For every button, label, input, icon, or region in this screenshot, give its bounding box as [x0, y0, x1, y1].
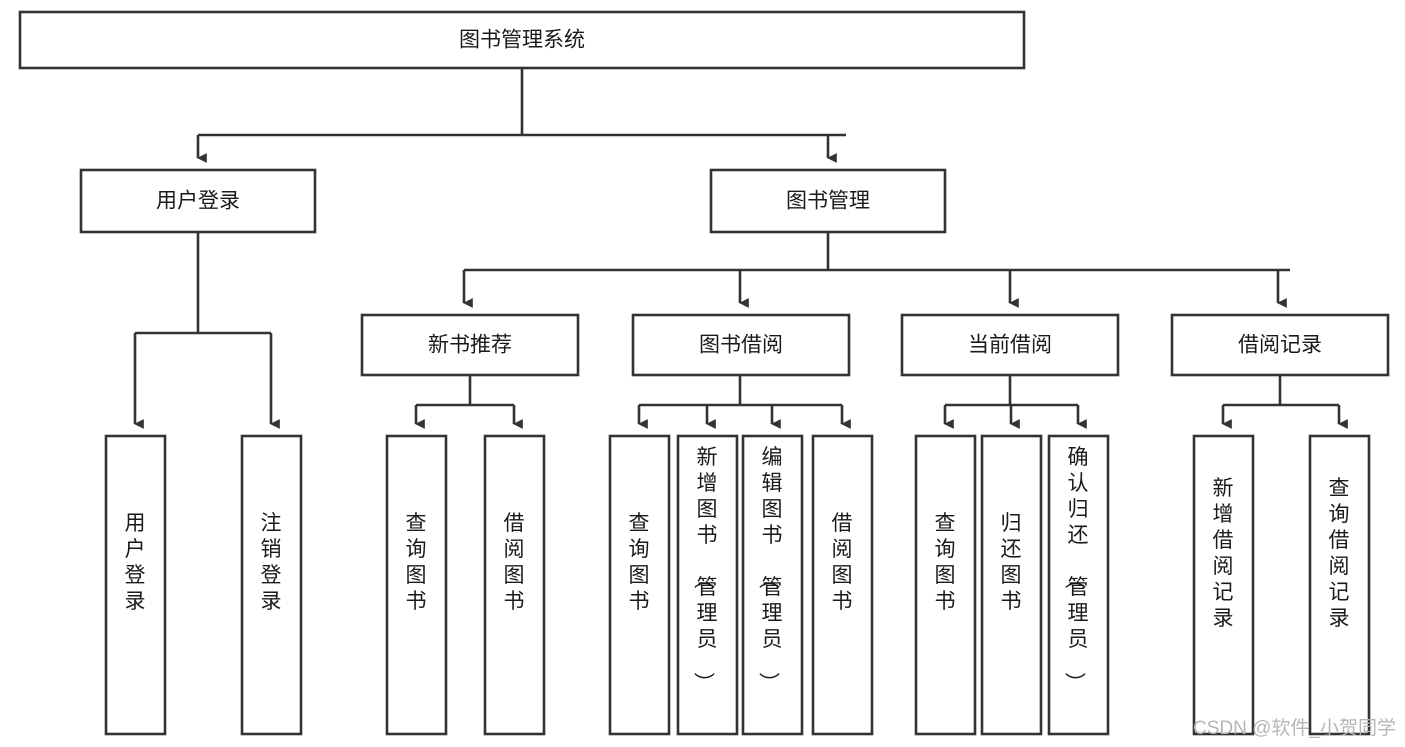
node-leaf-borrow-book-recommend[interactable]: 借阅图书 [483, 434, 546, 736]
node-borrow-record-label: 借阅记录 [1238, 334, 1322, 357]
node-user-login[interactable]: 用户登录 [79, 168, 317, 234]
node-book-management[interactable]: 图书管理 [709, 168, 947, 234]
node-leaf-borrow-book-recommend-label: 借阅图书 [504, 512, 525, 613]
node-book-management-label: 图书管理 [786, 190, 870, 213]
connector-user-login-to-leaves [133, 232, 280, 429]
connector-new-book-to-leaves [414, 375, 523, 429]
node-leaf-return-book[interactable]: 归还图书 [980, 434, 1043, 736]
node-leaf-query-book-current[interactable]: 查询图书 [914, 434, 977, 736]
node-leaf-query-book-borrow[interactable]: 查询图书 [608, 434, 671, 736]
node-leaf-query-borrow-record[interactable]: 查询借阅记录 [1308, 434, 1371, 736]
node-leaf-edit-book-admin-label: 编辑图书（管理员） [757, 446, 783, 693]
node-book-borrow[interactable]: 图书借阅 [631, 313, 851, 377]
node-root-system[interactable]: 图书管理系统 [18, 10, 1026, 70]
node-leaf-confirm-return-admin[interactable]: 确认归还（管理员） [1047, 434, 1110, 736]
node-borrow-record[interactable]: 借阅记录 [1170, 313, 1390, 377]
watermark-text: CSDN @软件_小贺同学 [1193, 717, 1396, 739]
node-leaf-add-book-admin-label: 新增图书（管理员） [692, 446, 718, 693]
node-new-book-recommend[interactable]: 新书推荐 [360, 313, 580, 377]
node-book-borrow-label: 图书借阅 [699, 334, 783, 357]
node-leaf-query-borrow-record-label: 查询借阅记录 [1329, 477, 1350, 630]
node-leaf-add-book-admin[interactable]: 新增图书（管理员） [676, 434, 739, 736]
node-leaf-borrow-book-borrow-label: 借阅图书 [832, 512, 853, 613]
connector-borrow-record-to-leaves [1221, 375, 1348, 429]
node-leaf-user-login-label: 用户登录 [125, 512, 146, 613]
node-new-book-recommend-label: 新书推荐 [428, 334, 512, 357]
connector-book-mgmt-to-level3 [462, 232, 1290, 308]
node-leaf-user-login[interactable]: 用户登录 [104, 434, 167, 736]
node-user-login-label: 用户登录 [156, 190, 240, 213]
connector-current-borrow-to-leaves [943, 375, 1087, 429]
node-leaf-confirm-return-admin-label: 确认归还（管理员） [1063, 446, 1089, 693]
node-leaf-query-book-current-label: 查询图书 [935, 512, 956, 613]
node-current-borrow[interactable]: 当前借阅 [900, 313, 1120, 377]
node-leaf-borrow-book-borrow[interactable]: 借阅图书 [811, 434, 874, 736]
node-leaf-query-book-recommend-label: 查询图书 [406, 512, 427, 613]
node-leaf-query-book-recommend[interactable]: 查询图书 [385, 434, 448, 736]
node-leaf-add-borrow-record[interactable]: 新增借阅记录 [1192, 434, 1255, 736]
connector-root-to-level2 [196, 68, 846, 163]
node-leaf-logout[interactable]: 注销登录 [240, 434, 303, 736]
node-current-borrow-label: 当前借阅 [968, 334, 1052, 357]
connector-book-borrow-to-leaves [637, 375, 851, 429]
node-leaf-return-book-label: 归还图书 [1001, 512, 1022, 613]
node-leaf-edit-book-admin[interactable]: 编辑图书（管理员） [741, 434, 804, 736]
node-leaf-add-borrow-record-label: 新增借阅记录 [1213, 477, 1234, 630]
node-leaf-logout-label: 注销登录 [261, 512, 282, 613]
node-leaf-query-book-borrow-label: 查询图书 [629, 512, 650, 613]
node-root-system-label: 图书管理系统 [459, 29, 585, 52]
